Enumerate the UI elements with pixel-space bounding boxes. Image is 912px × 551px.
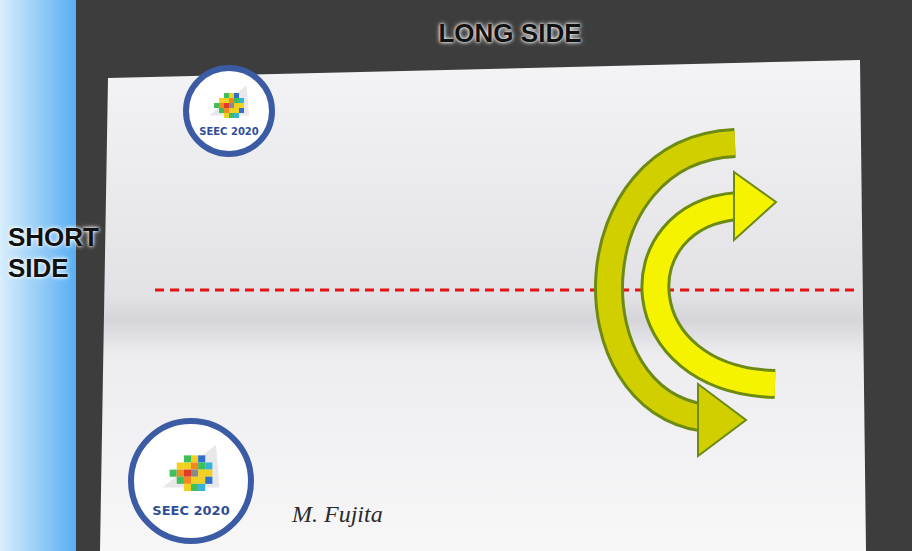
logo-circle: SEEC 2020: [183, 65, 275, 157]
side-label-box: LONG SIDE: [395, 18, 625, 49]
logo-text: SEEC 2020: [152, 503, 229, 518]
signature: M. Fujita: [292, 501, 383, 527]
logo-emblem: [134, 424, 248, 538]
signature-box: M. Fujita: [292, 500, 452, 529]
fold-arrow-inner: [655, 172, 776, 384]
logo-emblem: [189, 71, 269, 151]
table-surface: [76, 0, 912, 551]
side-label: SHORT SIDE: [8, 222, 99, 283]
fold-line: [155, 289, 860, 292]
logo-circle: SEEC 2020: [128, 418, 254, 544]
fold-arrow-outer: [609, 143, 746, 456]
side-label-box: SHORT SIDE: [8, 222, 118, 284]
paper-sheet: [100, 60, 866, 551]
side-label: LONG SIDE: [438, 18, 581, 48]
logo-text: SEEC 2020: [199, 126, 259, 137]
